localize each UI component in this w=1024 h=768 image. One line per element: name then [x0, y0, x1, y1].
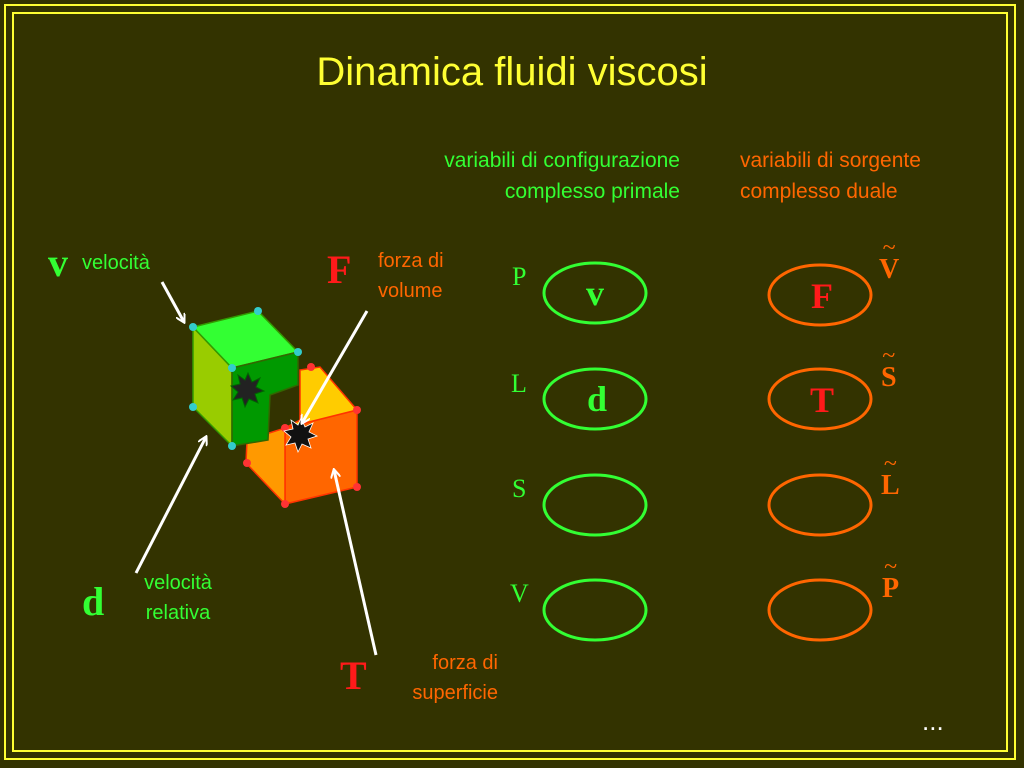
f-label-line1: forza di — [378, 250, 444, 272]
arrow-v — [160, 281, 184, 322]
t-label-line2: superficie — [412, 682, 498, 704]
green-cube-node — [228, 364, 236, 372]
orange-cube-node — [243, 459, 251, 467]
primal-row-label-p: P — [512, 262, 527, 291]
dual-row-label-v: ~ V — [879, 235, 900, 285]
burst-orange-icon — [283, 417, 319, 454]
green-cube-node — [228, 442, 236, 450]
dual-header-line2: complesso duale — [740, 180, 898, 203]
orange-cube-node — [281, 500, 289, 508]
dual-var-t: T — [809, 380, 835, 420]
dual-row-label-p: ~ P — [882, 554, 900, 604]
tilde-mark: ~ — [883, 451, 897, 477]
f-symbol: F — [327, 247, 352, 292]
d-label: velocità relativa — [130, 568, 226, 628]
primal-ellipse-s — [542, 473, 648, 537]
d-label-line2: relativa — [145, 602, 211, 624]
dual-var-f: F — [811, 276, 833, 316]
dual-row-label-s: ~ S — [881, 343, 897, 393]
f-label-line2: volume — [378, 280, 443, 302]
primal-ellipse-v — [542, 578, 648, 642]
green-cube — [189, 307, 302, 450]
primal-ellipse-l — [542, 367, 648, 431]
tilde-mark: ~ — [882, 343, 896, 369]
dual-ellipse-p — [767, 578, 873, 642]
primal-row-label-l: L — [511, 369, 527, 398]
tilde-mark: ~ — [884, 554, 898, 580]
t-label-line1: forza di — [432, 652, 498, 674]
burst-green-icon — [229, 371, 266, 409]
primal-var-d: d — [586, 379, 608, 419]
dual-header-line1: variabili di sorgente — [740, 149, 921, 172]
primal-var-v: v — [586, 273, 604, 313]
orange-cube-node — [307, 363, 315, 371]
green-cube-node — [189, 403, 197, 411]
arrow-d — [134, 437, 206, 574]
inner-frame — [12, 12, 1008, 752]
t-label: forza di superficie — [412, 648, 498, 708]
d-label-line1: velocità — [144, 572, 212, 594]
outer-frame — [4, 4, 1016, 760]
dual-ellipse-l — [767, 473, 873, 537]
v-symbol: v — [48, 240, 68, 285]
green-cube-node — [294, 348, 302, 356]
v-label: velocità — [82, 252, 150, 274]
green-cube-node — [254, 307, 262, 315]
arrow-t — [334, 470, 378, 656]
ellipsis-continue: ... — [922, 706, 944, 736]
dual-ellipse-v — [767, 263, 873, 327]
dual-header: variabili di sorgente complesso duale — [740, 145, 921, 207]
orange-cube-node — [353, 483, 361, 491]
dual-row-label-l: ~ L — [881, 451, 900, 501]
f-label: forza di volume — [378, 246, 444, 306]
primal-row-label-s: S — [512, 474, 527, 503]
primal-row-label-v: V — [510, 579, 529, 608]
primal-header-line2: complesso primale — [504, 180, 680, 203]
t-symbol: T — [340, 653, 367, 698]
green-cube-node — [189, 323, 197, 331]
primal-header-line1: variabili di configurazione — [444, 149, 680, 172]
primal-header: variabili di configurazione complesso pr… — [444, 145, 680, 207]
primal-ellipse-p — [542, 261, 648, 325]
orange-cube-node — [353, 406, 361, 414]
tilde-mark: ~ — [882, 235, 896, 261]
arrow-f — [302, 310, 369, 423]
dual-ellipse-s — [767, 367, 873, 431]
d-symbol: d — [82, 579, 105, 624]
page-title: Dinamica fluidi viscosi — [316, 50, 708, 94]
